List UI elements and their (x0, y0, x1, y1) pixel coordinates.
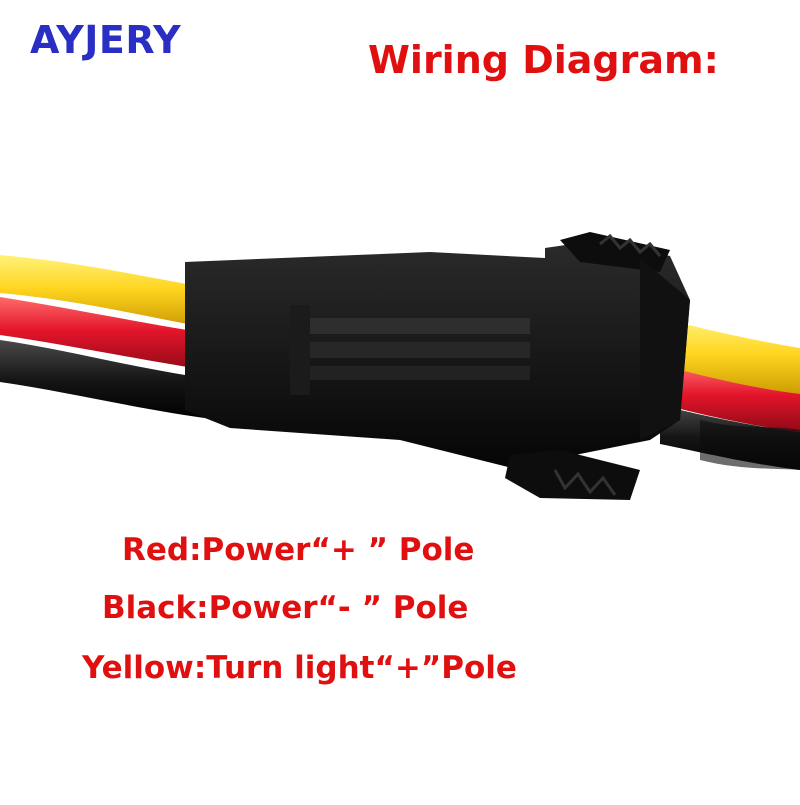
legend-red-label: Red:Power“+ ” Pole (122, 532, 475, 568)
legend-black-label: Black:Power“- ” Pole (102, 590, 469, 626)
brand-logo: AYJERY (30, 18, 182, 62)
legend-yellow-label: Yellow:Turn light“+”Pole (82, 650, 517, 686)
red-wire-left (0, 297, 220, 372)
black-wire-left (0, 340, 220, 420)
yellow-wire-left (0, 255, 220, 330)
connector-latch-bottom (505, 450, 640, 500)
yellow-wire-right (660, 318, 800, 398)
red-wire-right (660, 365, 800, 432)
page-title: Wiring Diagram: (368, 38, 719, 82)
